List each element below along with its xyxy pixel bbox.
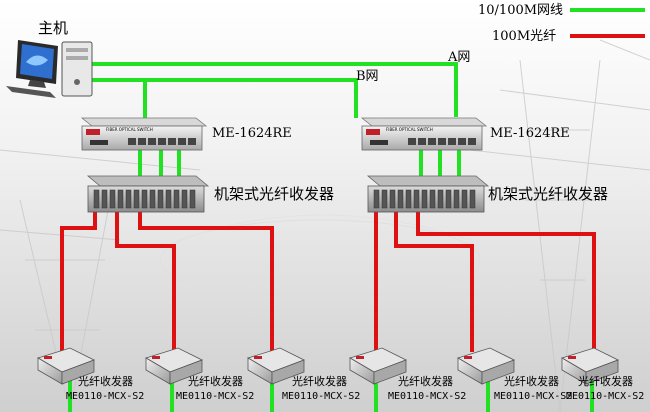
rack-chassis-2 [366, 175, 490, 213]
network-a-label: A网 [448, 50, 471, 65]
converter-2-name: 光纤收发器 [188, 375, 243, 388]
converter-6-model: ME0110-MCX-S2 [566, 391, 645, 402]
legend-fiber-label: 100M光纤 [492, 29, 557, 44]
rack-chassis-1 [86, 175, 210, 213]
converter-5 [457, 347, 515, 385]
host-label: 主机 [38, 19, 69, 37]
converter-3 [247, 347, 305, 385]
converter-2-model: ME0110-MCX-S2 [176, 391, 255, 402]
legend-network-label: 10/100M网线 [478, 3, 564, 18]
fiber-cables [60, 210, 596, 352]
switch-2 [360, 117, 488, 151]
converter-6 [561, 347, 619, 385]
network-cables [68, 62, 594, 412]
converter-1 [37, 347, 95, 385]
converter-5-name: 光纤收发器 [504, 375, 559, 388]
switch-1-panel-text: FIBER OPTICAL SWITCH [106, 127, 153, 132]
converter-3-name: 光纤收发器 [292, 375, 347, 388]
switch-1-label: ME-1624RE [212, 126, 292, 141]
rack-1-label: 机架式光纤收发器 [214, 185, 335, 203]
converter-1-name: 光纤收发器 [78, 375, 133, 388]
converter-1-model: ME0110-MCX-S2 [66, 391, 145, 402]
converter-3-model: ME0110-MCX-S2 [282, 391, 361, 402]
converter-2 [145, 347, 203, 385]
rack-2-label: 机架式光纤收发器 [488, 185, 609, 203]
switch-1 [80, 117, 208, 151]
converter-4 [349, 347, 407, 385]
converter-4-name: 光纤收发器 [398, 375, 453, 388]
network-b-label: B网 [356, 69, 379, 84]
converter-5-model: ME0110-MCX-S2 [494, 391, 573, 402]
converter-4-model: ME0110-MCX-S2 [388, 391, 467, 402]
converter-6-name: 光纤收发器 [578, 375, 633, 388]
switch-2-label: ME-1624RE [490, 126, 570, 141]
switch-2-panel-text: FIBER OPTICAL SWITCH [386, 127, 433, 132]
host-computer-icon [6, 40, 93, 98]
